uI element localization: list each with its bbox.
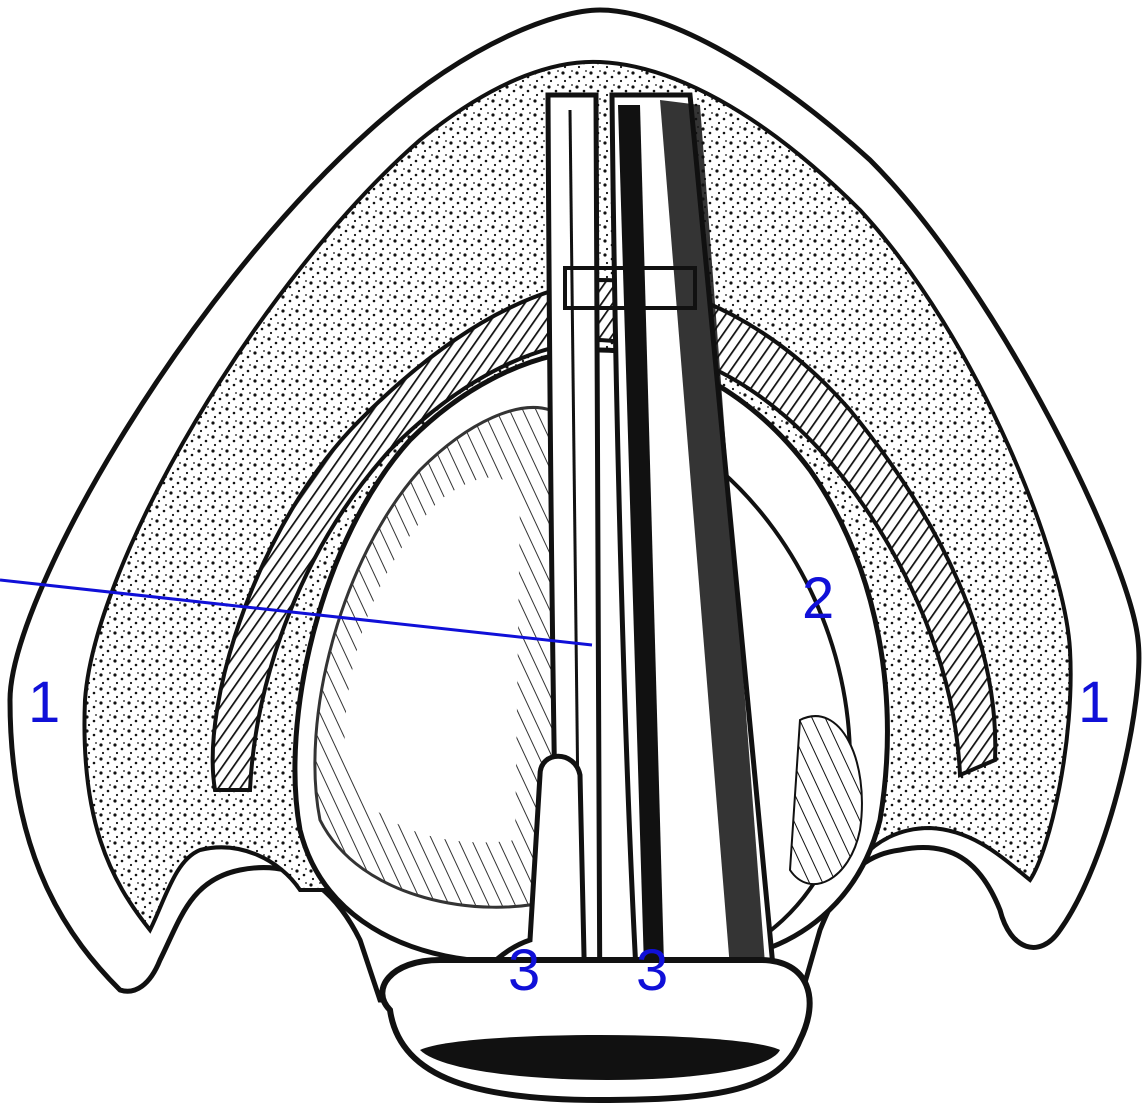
label-2: 2 — [802, 566, 834, 631]
label-1-left: 1 — [28, 670, 60, 735]
label-3-left: 3 — [508, 938, 540, 1003]
label-3-right: 3 — [636, 938, 668, 1003]
label-1-right: 1 — [1078, 670, 1110, 735]
